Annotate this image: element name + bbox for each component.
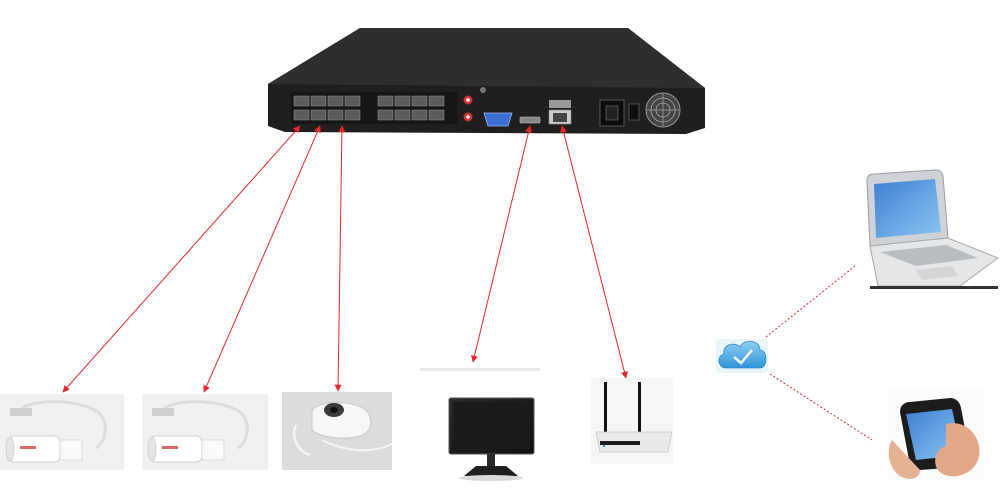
nvr-recorder-icon — [268, 28, 705, 134]
dome-camera-icon — [282, 392, 393, 470]
link-nvr-router — [560, 125, 628, 379]
link-nvr-cam1 — [62, 125, 301, 393]
link-nvr-cam3 — [334, 125, 346, 392]
connection-lines — [62, 125, 873, 441]
smartphone-icon — [888, 388, 984, 480]
link-nvr-cam2 — [203, 125, 321, 393]
monitor-icon — [420, 368, 540, 481]
wifi-router-icon — [591, 378, 673, 464]
link-cloud-phone — [769, 373, 873, 441]
laptop-icon — [866, 169, 1000, 289]
cloud-check-icon — [716, 339, 768, 373]
link-cloud-laptop — [765, 265, 856, 338]
bullet-camera-icon — [142, 394, 268, 470]
bullet-camera-icon — [0, 394, 124, 470]
link-nvr-monitor — [471, 125, 532, 363]
